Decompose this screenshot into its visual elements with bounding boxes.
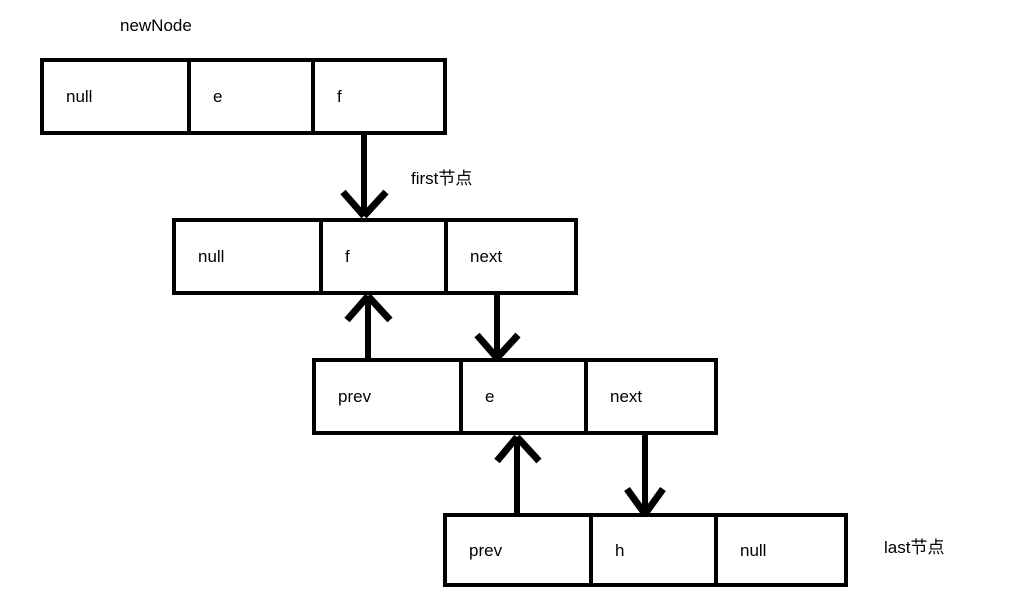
node-newnode-next-text: f <box>337 87 342 106</box>
connector-newnode-next-to-first <box>340 133 389 219</box>
caption-first-node-text: first节点 <box>411 169 473 188</box>
node-last-cell-prev: prev <box>447 517 589 583</box>
node-last-cell-item: h <box>589 517 714 583</box>
node-last: prev h null <box>443 513 848 587</box>
caption-last-node-text: last节点 <box>884 538 945 557</box>
node-first-prev-text: null <box>198 247 225 266</box>
node-last-cell-next: null <box>714 517 844 583</box>
node-middle-cell-prev: prev <box>316 362 459 431</box>
connector-first-next-to-middle <box>474 293 521 361</box>
caption-newnode-text: newNode <box>120 16 192 35</box>
node-middle: prev e next <box>312 358 718 435</box>
node-newnode-item-text: e <box>213 87 223 106</box>
caption-last-node: last节点 <box>884 539 944 556</box>
node-newnode: null e f <box>40 58 447 135</box>
caption-first-node: first节点 <box>411 170 472 187</box>
node-first-cell-next: next <box>444 222 574 291</box>
node-middle-cell-next: next <box>584 362 714 431</box>
node-first: null f next <box>172 218 578 295</box>
connector-last-prev-to-middle <box>494 434 542 515</box>
node-middle-cell-item: e <box>459 362 584 431</box>
caption-newnode: newNode <box>120 17 192 34</box>
node-first-item-text: f <box>345 247 350 266</box>
node-first-cell-prev: null <box>176 222 319 291</box>
node-last-next-text: null <box>740 540 767 560</box>
node-first-next-text: next <box>470 247 503 266</box>
connector-middle-prev-to-first <box>344 293 393 360</box>
node-newnode-cell-next: f <box>311 62 443 131</box>
node-newnode-prev-text: null <box>66 87 93 106</box>
node-newnode-cell-prev: null <box>44 62 187 131</box>
connector-middle-next-to-last <box>624 433 666 517</box>
node-last-item-text: h <box>615 540 625 560</box>
node-last-prev-text: prev <box>469 540 503 560</box>
node-middle-next-text: next <box>610 387 643 406</box>
node-middle-prev-text: prev <box>338 387 372 406</box>
node-first-cell-item: f <box>319 222 444 291</box>
node-newnode-cell-item: e <box>187 62 311 131</box>
node-middle-item-text: e <box>485 387 495 406</box>
